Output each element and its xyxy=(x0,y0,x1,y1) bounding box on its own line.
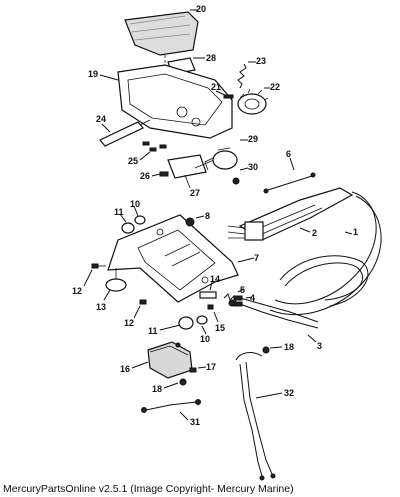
callout-3: 3 xyxy=(317,341,322,351)
bushing-part-11-bottom xyxy=(178,316,194,330)
wire-part-6 xyxy=(263,172,316,194)
bushing-part-5 xyxy=(228,299,236,307)
callout-18-upper: 18 xyxy=(284,342,294,352)
wire-part-31 xyxy=(141,399,201,413)
callout-14: 14 xyxy=(210,274,220,284)
callout-13: 13 xyxy=(96,302,106,312)
callout-29: 29 xyxy=(248,134,258,144)
clip-part-14 xyxy=(199,291,217,299)
callout-11-top: 11 xyxy=(114,207,124,217)
harness-part-2 xyxy=(227,187,354,241)
washer-part-10-bottom xyxy=(196,315,208,325)
callout-22: 22 xyxy=(270,82,280,92)
pedal-housing-part-19 xyxy=(117,64,233,139)
base-plate-part-7 xyxy=(107,214,239,303)
bracket-part-16 xyxy=(147,341,193,379)
callout-2: 2 xyxy=(312,228,317,238)
spring-part-23 xyxy=(237,63,247,89)
callout-19: 19 xyxy=(88,69,98,79)
bushing-part-9 xyxy=(121,222,135,234)
callout-12-lower: 12 xyxy=(124,318,134,328)
spring-part-4 xyxy=(223,293,237,303)
wire-harness-part-32 xyxy=(235,352,276,481)
nut-part-18-upper xyxy=(262,346,270,354)
pin-part-21 xyxy=(223,94,234,99)
rubber-foot-part-13 xyxy=(105,268,127,292)
callout-27: 27 xyxy=(190,188,200,198)
shaft-part-24 xyxy=(99,119,151,147)
callout-12-left: 12 xyxy=(72,286,82,296)
connector-part-26 xyxy=(159,171,169,177)
callout-23: 23 xyxy=(256,56,266,66)
copyright-footer: MercuryPartsOnline v2.5.1 (Image Copyrig… xyxy=(3,483,294,495)
callout-32: 32 xyxy=(284,388,294,398)
callout-4: 4 xyxy=(250,293,255,303)
callout-31: 31 xyxy=(190,417,200,427)
screw-part-12-lower xyxy=(139,299,147,305)
callout-10-bottom: 10 xyxy=(200,334,210,344)
callout-1: 1 xyxy=(353,227,358,237)
callout-28: 28 xyxy=(206,53,216,63)
callout-11-bottom: 11 xyxy=(148,326,158,336)
callout-10-top: 10 xyxy=(130,199,140,209)
cable-part-1 xyxy=(269,191,382,316)
callout-5: 5 xyxy=(240,285,245,295)
nut-part-18-lower xyxy=(179,378,187,386)
callout-30: 30 xyxy=(248,162,258,172)
callout-26: 26 xyxy=(140,171,150,181)
callout-25: 25 xyxy=(128,156,138,166)
cable-ends-part-3 xyxy=(233,295,319,329)
washer-part-10-top xyxy=(134,215,146,225)
nut-part-30 xyxy=(232,177,240,185)
callout-20: 20 xyxy=(196,4,206,14)
callout-6: 6 xyxy=(286,149,291,159)
callout-16: 16 xyxy=(120,364,130,374)
screw-part-15 xyxy=(207,304,214,310)
foot-pad-part-20 xyxy=(124,11,199,56)
switch-part-27 xyxy=(167,154,215,189)
screw-part-17 xyxy=(189,367,197,373)
screw-part-12-left xyxy=(91,263,106,269)
callout-24: 24 xyxy=(96,114,106,124)
callout-7: 7 xyxy=(254,253,259,263)
knob-part-22 xyxy=(237,88,269,115)
screws-part-25 xyxy=(142,141,167,152)
callout-15: 15 xyxy=(215,323,225,333)
potentiometer-part-29 xyxy=(204,147,238,171)
callout-17: 17 xyxy=(206,362,216,372)
callout-8: 8 xyxy=(205,211,210,221)
callout-21: 21 xyxy=(211,82,221,92)
screw-part-8 xyxy=(185,217,195,227)
callout-18-lower: 18 xyxy=(152,384,162,394)
